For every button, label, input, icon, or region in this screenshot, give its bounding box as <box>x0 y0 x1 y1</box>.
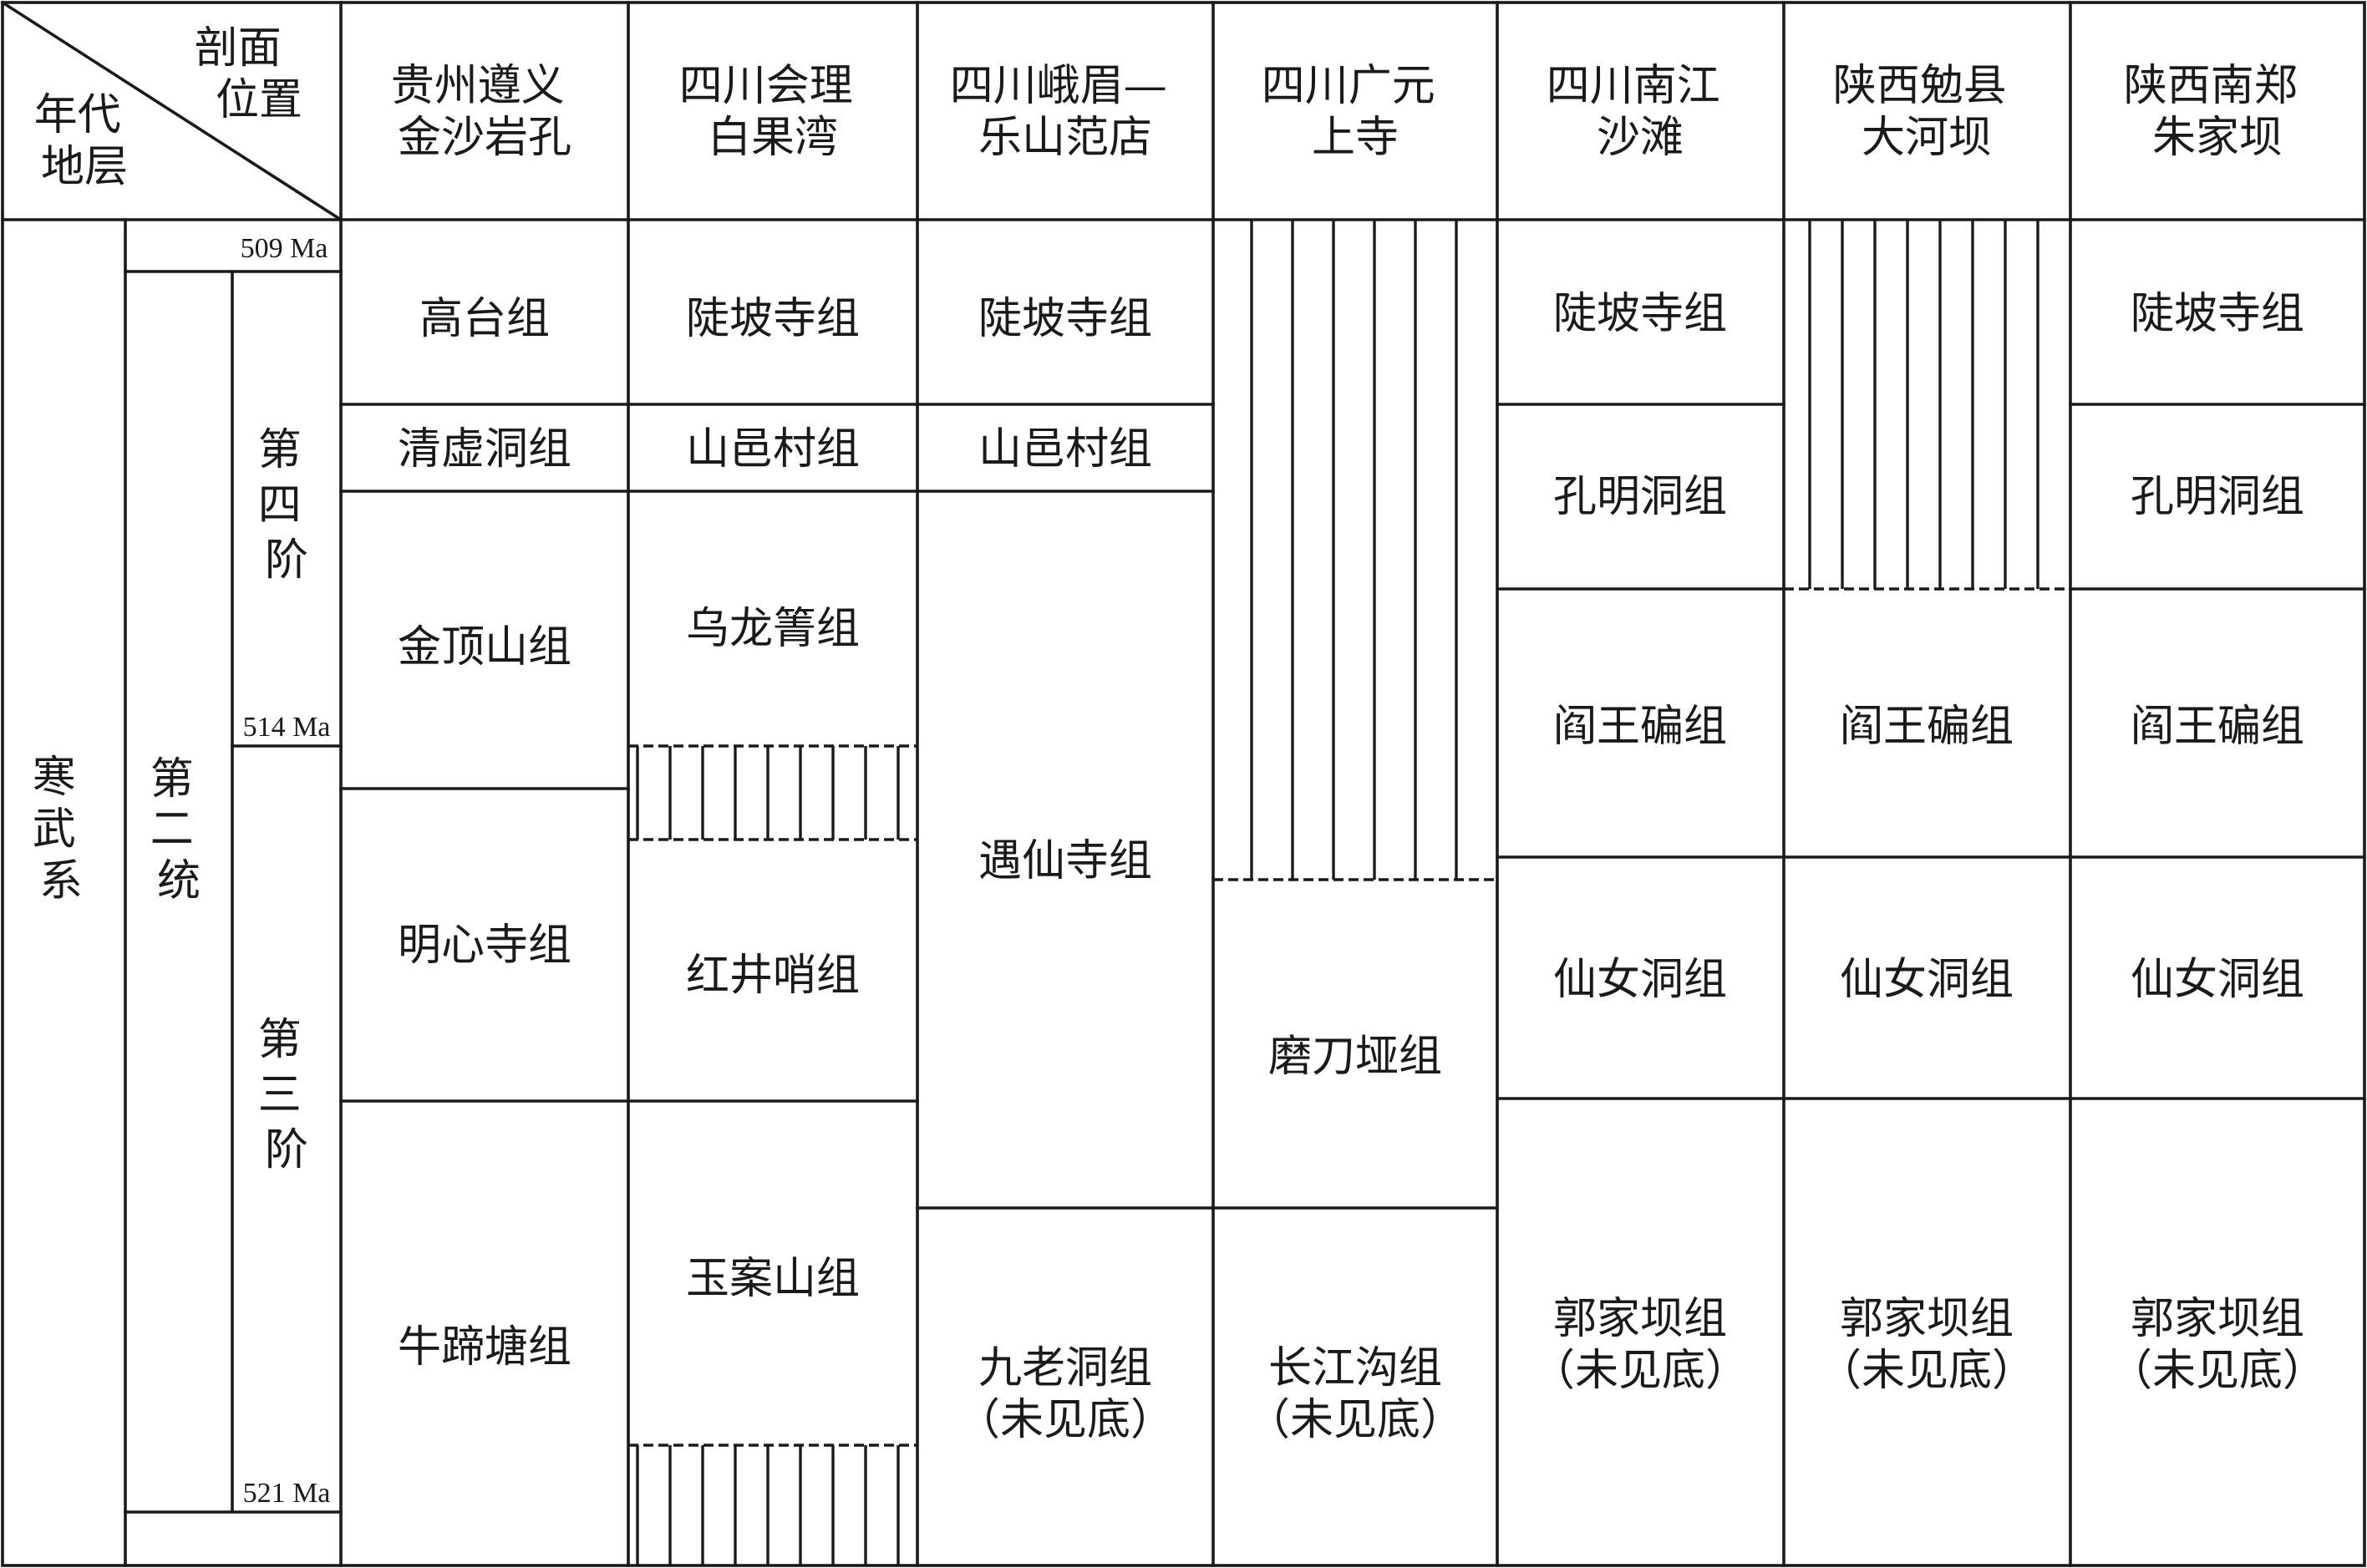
formation-label: 山邑村组 <box>686 424 860 474</box>
hiatus-hatch-huili-lower <box>628 1444 917 1565</box>
hiatus-hatch-guangyuan <box>1213 220 1497 881</box>
formation-label: 磨刀垭组 <box>1268 1032 1442 1082</box>
formation-label: 牛蹄塘组 <box>398 1322 571 1373</box>
column-header-zunyi: 贵州遵义 金沙岩孔 <box>391 61 579 163</box>
formation-label: 阎王碥组 <box>1840 702 2014 752</box>
formation-label: 陡坡寺组 <box>686 294 860 344</box>
formation-label: 仙女洞组 <box>1553 955 1727 1005</box>
hiatus-hatch-mianxian <box>1784 220 2070 591</box>
formation-label: 郭家坝组 <box>1553 1294 1727 1344</box>
formation-label: 孔明洞组 <box>1553 472 1727 522</box>
formation-label: 长江沟组 <box>1268 1343 1442 1393</box>
column-header-emei: 四川峨眉— 乐山范店 <box>950 61 1181 163</box>
formation-label: 山邑村组 <box>978 424 1152 474</box>
formation-label: 明心寺组 <box>398 921 571 971</box>
column-header-huili: 四川会理 白果湾 <box>679 61 867 163</box>
formation-note: （未见底） <box>1247 1395 1464 1445</box>
formation-note: （未见底） <box>957 1395 1174 1445</box>
formation-label: 郭家坝组 <box>1840 1294 2014 1344</box>
formation-note: （未见底） <box>2109 1346 2326 1396</box>
age-514: 514 Ma <box>243 712 331 743</box>
formation-note: （未见底） <box>1531 1346 1749 1396</box>
column-header-nanzheng: 陕西南郑 朱家坝 <box>2124 61 2312 163</box>
formation-label: 九老洞组 <box>978 1343 1152 1393</box>
column-header-nanjiang: 四川南江 沙滩 <box>1547 61 1735 163</box>
hiatus-hatch-huili-upper <box>628 744 917 841</box>
system-label: 寒 武 系 <box>33 753 90 906</box>
formation-label: 陡坡寺组 <box>2131 289 2304 339</box>
formation-note: （未见底） <box>1818 1346 2035 1396</box>
formation-label: 阎王碥组 <box>2131 702 2304 752</box>
formation-label: 乌龙箐组 <box>686 604 860 654</box>
formation-label: 高台组 <box>419 294 550 344</box>
age-labels: 509 Ma 514 Ma 521 Ma <box>241 233 331 1509</box>
formation-label: 金顶山组 <box>398 622 571 672</box>
age-509: 509 Ma <box>241 233 328 264</box>
column-header-mianxian: 陕西勉县 大河坝 <box>1833 61 2021 163</box>
formation-label: 阎王碥组 <box>1553 702 1727 752</box>
formation-label: 遇仙寺组 <box>978 836 1152 886</box>
formation-label: 清虚洞组 <box>398 424 571 474</box>
formation-label: 玉案山组 <box>686 1254 860 1304</box>
age-521: 521 Ma <box>243 1478 331 1509</box>
column-header-guangyuan: 四川广元 上寺 <box>1262 61 1450 163</box>
formation-label: 陡坡寺组 <box>978 294 1152 344</box>
formation-label: 陡坡寺组 <box>1553 289 1727 339</box>
formation-label: 孔明洞组 <box>2131 472 2304 522</box>
formation-label: 仙女洞组 <box>2131 955 2304 1005</box>
corner-label-section: 剖面 位置 <box>195 23 302 125</box>
stage3-label: 第 三 阶 <box>258 1015 316 1175</box>
formation-label: 红井哨组 <box>686 951 860 1001</box>
formation-label: 郭家坝组 <box>2131 1294 2304 1344</box>
series-label: 第 二 统 <box>150 754 208 906</box>
chronostrat-labels: 寒 武 系 第 二 统 第 四 阶 第 三 阶 <box>33 425 316 1175</box>
formation-labels: 高台组 清虚洞组 金顶山组 明心寺组 牛蹄塘组 陡坡寺组 山邑村组 乌龙箐组 红… <box>398 289 2326 1445</box>
corner-label-strata: 年代 地层 <box>34 90 135 192</box>
formation-label: 仙女洞组 <box>1840 955 2014 1005</box>
header-row: 剖面 位置 年代 地层 贵州遵义 金沙岩孔 四川会理 白果湾 四川峨眉— 乐山范… <box>34 23 2312 192</box>
stage4-label: 第 四 阶 <box>258 425 316 586</box>
